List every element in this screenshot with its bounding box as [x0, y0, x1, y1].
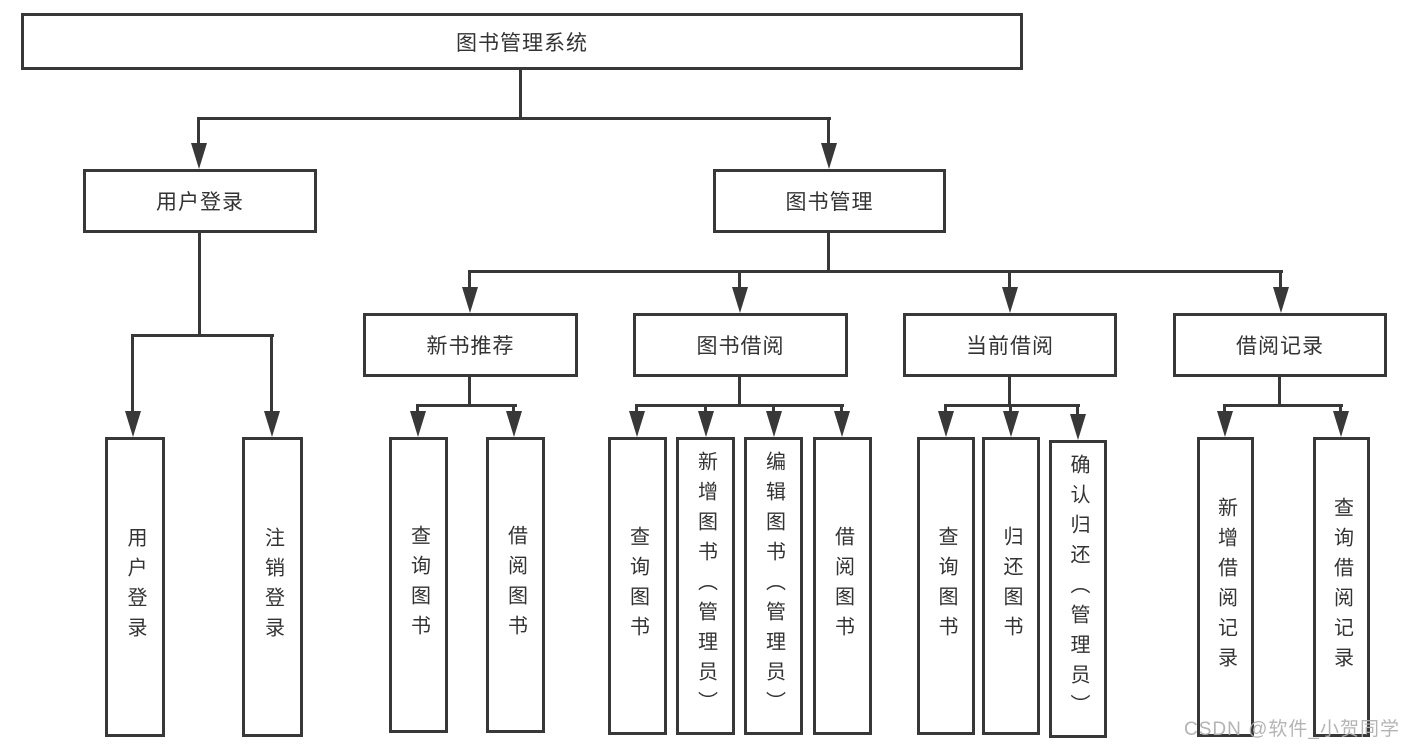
arrowhead-bor-query-icon: [629, 411, 645, 437]
leaf-bor-query-books: 查询图书: [608, 437, 667, 735]
connector-book-management-stem: [827, 231, 830, 272]
connector-stem-rec-borrow: [512, 404, 515, 413]
connector-records-stem: [1278, 375, 1281, 406]
watermark: CSDN @软件_小贺同学: [1184, 719, 1400, 740]
leaf-cur-return-books-label: 归还图书: [1000, 526, 1022, 646]
connector-stem-rec-query: [416, 404, 419, 413]
leaf-add-record: 新增借阅记录: [1197, 437, 1254, 737]
connector-stem-book-borrow: [738, 270, 741, 288]
connector-current-rail: [944, 404, 1080, 407]
arrowhead-cur-query-icon: [938, 411, 954, 437]
arrowhead-borrow-records-icon: [1273, 287, 1289, 313]
arrowhead-recd-query-icon: [1333, 411, 1349, 437]
connector-stem-current-borrow: [1008, 270, 1011, 288]
arrowhead-book-borrow-icon: [732, 287, 748, 313]
connector-level3-rail: [468, 270, 1283, 273]
leaf-query-record-label: 查询借阅记录: [1330, 497, 1353, 677]
connector-root-stem: [519, 68, 522, 119]
arrowhead-bor-add-icon: [698, 411, 714, 437]
leaf-bor-add-books-label: 新增图书（管理员）: [694, 451, 717, 721]
leaf-bor-borrow-books-label: 借阅图书: [831, 526, 854, 646]
connector-stem-login-leaf: [131, 334, 134, 412]
leaf-cur-query-books: 查询图书: [917, 437, 975, 735]
arrowhead-cur-confirm-icon: [1070, 414, 1086, 440]
node-book-borrow: 图书借阅: [633, 313, 848, 377]
connector-stem-bor-borrow: [840, 404, 843, 413]
node-current-borrow: 当前借阅: [903, 313, 1117, 377]
leaf-bor-query-books-label: 查询图书: [626, 526, 649, 646]
arrowhead-rec-query-icon: [410, 411, 426, 437]
connector-user-login-rail: [131, 334, 274, 337]
connector-stem-cur-confirm: [1076, 404, 1079, 416]
node-book-management-label: 图书管理: [785, 191, 874, 214]
leaf-logout: 注销登录: [242, 437, 303, 737]
leaf-rec-borrow-books-label: 借阅图书: [504, 525, 527, 645]
arrowhead-new-book-recommend-icon: [462, 287, 478, 313]
leaf-cur-confirm-return-label: 确认归还（管理员）: [1067, 454, 1089, 724]
connector-stem-bor-query: [635, 404, 638, 413]
node-borrow-records-label: 借阅记录: [1236, 335, 1324, 358]
arrowhead-user-login-icon: [191, 143, 207, 169]
connector-stem-cur-return: [1009, 404, 1012, 413]
connector-stem-recd-add: [1223, 404, 1226, 413]
connector-current-stem: [1008, 375, 1011, 406]
connector-stem-new-book-recommend: [468, 270, 471, 288]
leaf-rec-borrow-books: 借阅图书: [486, 437, 545, 733]
connector-stem-book-management: [827, 117, 830, 145]
leaf-rec-query-books: 查询图书: [389, 437, 448, 733]
connector-stem-bor-edit: [772, 404, 775, 413]
node-current-borrow-label: 当前借阅: [966, 335, 1054, 358]
node-root-label: 图书管理系统: [456, 31, 588, 55]
connector-stem-bor-add: [704, 404, 707, 413]
node-user-login: 用户登录: [83, 169, 317, 233]
arrowhead-current-borrow-icon: [1002, 287, 1018, 313]
node-book-management: 图书管理: [713, 169, 946, 233]
leaf-cur-confirm-return: 确认归还（管理员）: [1049, 440, 1107, 738]
leaf-bor-edit-books: 编辑图书（管理员）: [744, 437, 803, 735]
arrowhead-logout-leaf-icon: [264, 411, 280, 437]
node-root: 图书管理系统: [21, 13, 1023, 70]
connector-stem-borrow-records: [1279, 270, 1282, 288]
leaf-add-record-label: 新增借阅记录: [1214, 497, 1237, 677]
leaf-rec-query-books-label: 查询图书: [407, 525, 430, 645]
leaf-bor-edit-books-label: 编辑图书（管理员）: [762, 451, 785, 721]
connector-borrow-rail: [635, 404, 844, 407]
node-user-login-label: 用户登录: [156, 191, 244, 214]
connector-user-login-stem: [198, 231, 201, 336]
connector-stem-cur-query: [944, 404, 947, 413]
leaf-user-login-label: 用户登录: [124, 527, 146, 647]
leaf-bor-add-books: 新增图书（管理员）: [676, 437, 735, 735]
leaf-cur-query-books-label: 查询图书: [935, 526, 957, 646]
connector-stem-recd-query: [1339, 404, 1342, 413]
leaf-bor-borrow-books: 借阅图书: [813, 437, 872, 735]
connector-level2-rail: [198, 117, 831, 120]
node-borrow-records: 借阅记录: [1173, 313, 1387, 377]
arrowhead-recd-add-icon: [1217, 411, 1233, 437]
connector-stem-logout-leaf: [270, 334, 273, 412]
connector-recommend-rail: [416, 404, 517, 407]
arrowhead-cur-return-icon: [1003, 411, 1019, 437]
connector-recommend-stem: [468, 375, 471, 406]
arrowhead-book-management-icon: [821, 143, 837, 169]
leaf-query-record: 查询借阅记录: [1313, 437, 1370, 737]
node-book-borrow-label: 图书借阅: [696, 335, 785, 358]
connector-records-rail: [1223, 404, 1343, 407]
arrowhead-login-leaf-icon: [125, 411, 141, 437]
connector-stem-user-login: [197, 117, 200, 145]
arrowhead-rec-borrow-icon: [506, 411, 522, 437]
arrowhead-bor-edit-icon: [766, 411, 782, 437]
connector-borrow-stem: [738, 375, 741, 406]
node-new-book-recommend-label: 新书推荐: [426, 335, 515, 358]
node-new-book-recommend: 新书推荐: [363, 313, 578, 377]
arrowhead-bor-borrow-icon: [834, 411, 850, 437]
leaf-cur-return-books: 归还图书: [982, 437, 1040, 735]
leaf-logout-label: 注销登录: [261, 527, 284, 647]
leaf-user-login: 用户登录: [105, 437, 165, 737]
